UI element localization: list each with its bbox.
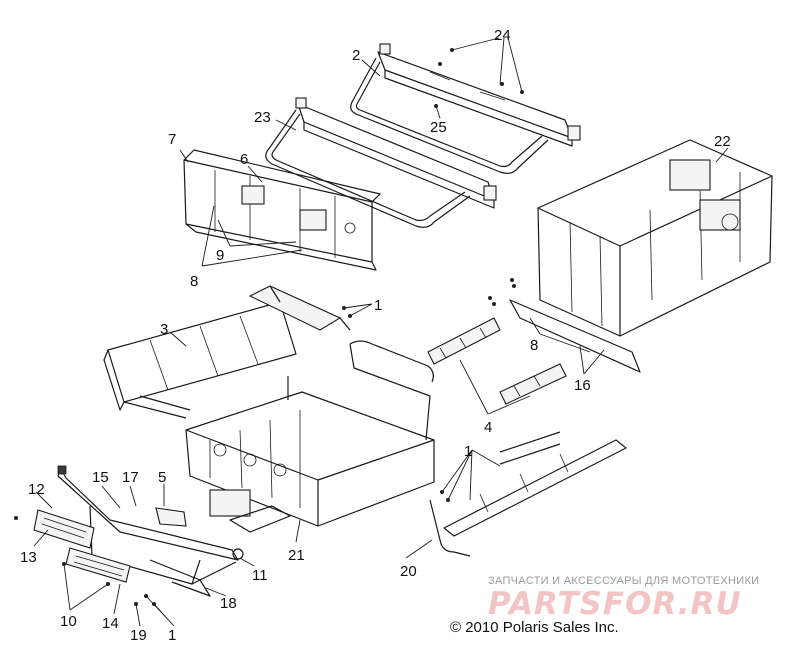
callout-3: 3	[160, 321, 168, 338]
part-20-side-rail	[429, 431, 627, 557]
callout-1b: 1	[464, 443, 472, 460]
callout-25: 25	[430, 119, 447, 136]
callout-17: 17	[122, 469, 139, 486]
part-23-cab-frame	[265, 97, 497, 228]
part-7-front-cage	[183, 149, 381, 271]
callout-8b: 8	[530, 337, 538, 354]
callout-18: 18	[220, 595, 237, 612]
callout-5: 5	[158, 469, 166, 486]
callout-13: 13	[20, 549, 37, 566]
callout-10: 10	[60, 613, 77, 630]
callout-4: 4	[484, 419, 492, 436]
callout-1c: 1	[168, 627, 176, 644]
front-bumper-assembly	[33, 465, 244, 597]
callout-7: 7	[168, 131, 176, 148]
callout-11: 11	[252, 567, 268, 584]
callout-8a: 8	[190, 273, 198, 290]
watermark-logo: PARTSFOR.RU	[488, 586, 742, 622]
callout-1a: 1	[374, 297, 382, 314]
callout-15: 15	[92, 469, 109, 486]
callout-24: 24	[494, 27, 511, 44]
leader-lines	[33, 37, 729, 627]
callout-6: 6	[240, 151, 248, 168]
callout-16: 16	[574, 377, 591, 394]
callout-labels: 24 2 25 23 7 6 22 9 8 1 3 8 16 4 1 5 15 …	[20, 27, 731, 644]
part-3-floor-frame	[103, 285, 351, 419]
part-4-brackets	[427, 317, 567, 405]
watermark-tagline: ЗАПЧАСТИ И АКСЕССУАРЫ ДЛЯ МОТОТЕХНИКИ	[488, 575, 760, 587]
callout-12: 12	[28, 481, 45, 498]
part-21-main-chassis	[185, 340, 435, 533]
callout-9: 9	[216, 247, 224, 264]
callout-20: 20	[400, 563, 417, 580]
callout-22: 22	[714, 133, 731, 150]
callout-2: 2	[352, 47, 360, 64]
part-22-rear-chassis	[509, 139, 773, 373]
part-2-rear-rack-frame	[350, 43, 581, 174]
callout-14: 14	[102, 615, 119, 632]
copyright-notice: © 2010 Polaris Sales Inc.	[450, 619, 619, 636]
callout-19: 19	[130, 627, 147, 644]
callout-23: 23	[254, 109, 271, 126]
callout-21: 21	[288, 547, 305, 564]
